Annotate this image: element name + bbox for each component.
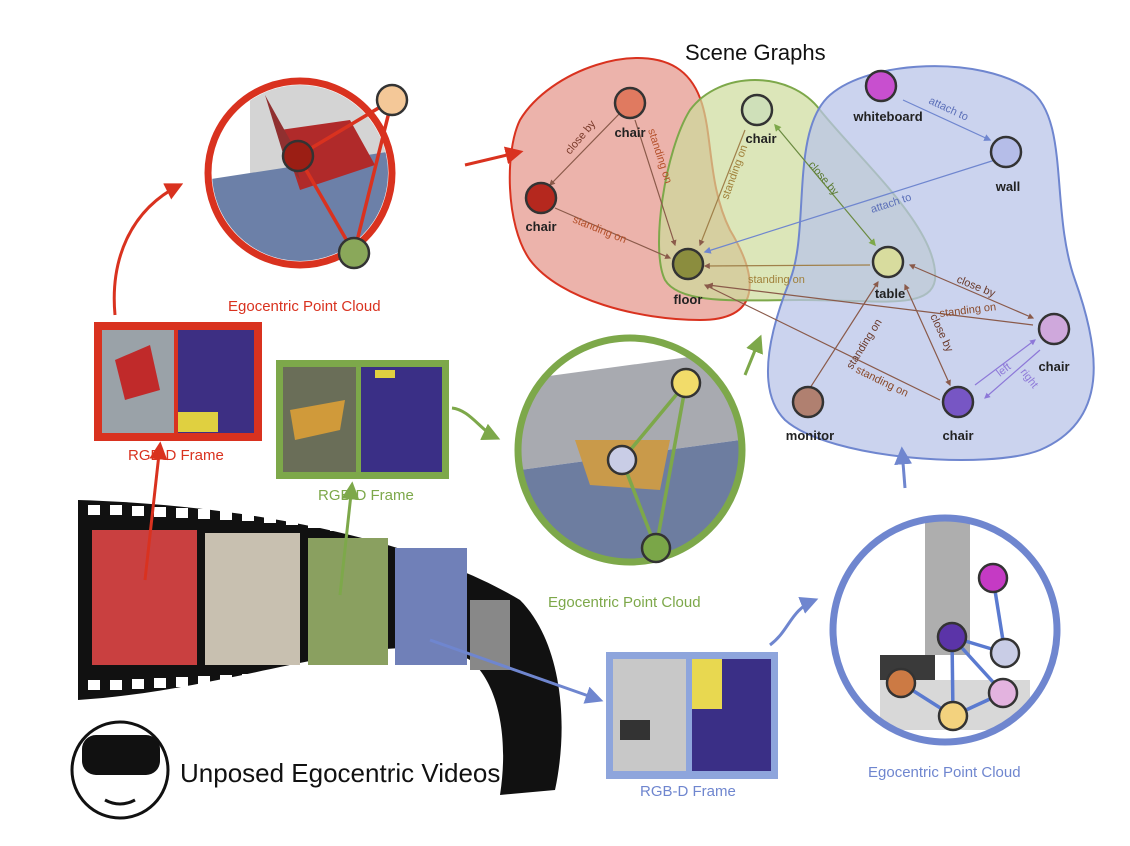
node-chair-blue-right bbox=[1037, 312, 1071, 346]
graph-nodes bbox=[524, 69, 1071, 419]
node-chair-green bbox=[740, 93, 774, 127]
caption-rgbd-green: RGB-D Frame bbox=[318, 487, 414, 504]
graph-edges bbox=[549, 99, 1041, 401]
node-label: chair bbox=[525, 219, 556, 234]
edge-whiteboard-wall bbox=[902, 99, 992, 141]
edge-chair-right-floor bbox=[706, 282, 1034, 326]
blue-point-cloud bbox=[829, 514, 1061, 746]
node-chair-red-top bbox=[613, 86, 647, 120]
vr-headset-icon bbox=[70, 720, 170, 820]
red-point-cloud bbox=[204, 77, 409, 270]
edge-table-chair-bottom bbox=[904, 283, 951, 387]
node-label: floor bbox=[674, 292, 703, 307]
node-labels: chair chair chair floor whiteboard wall … bbox=[525, 109, 1069, 443]
edge-chair-chair-red bbox=[549, 109, 624, 186]
arrow-red-cloud-to-graph bbox=[464, 146, 524, 167]
node-monitor bbox=[791, 385, 825, 419]
arrow-green-frame-to-cloud bbox=[451, 406, 501, 440]
edge-chair-floor-green bbox=[698, 129, 746, 247]
node-label: chair bbox=[942, 428, 973, 443]
rgbd-frame-green bbox=[276, 360, 449, 479]
node-chair-blue-bottom bbox=[941, 385, 975, 419]
figure-title: Scene Graphs bbox=[685, 40, 826, 65]
caption-rgbd-red: RGB-D Frame bbox=[128, 447, 224, 464]
arrow-red-film-to-frame bbox=[143, 441, 168, 581]
arrow-blue-cloud-to-graph bbox=[894, 446, 913, 489]
caption-point-cloud-green: Egocentric Point Cloud bbox=[548, 594, 701, 611]
node-label: chair bbox=[745, 131, 776, 146]
edge-left bbox=[974, 339, 1036, 386]
arrow-blue-frame-to-cloud bbox=[769, 597, 819, 647]
node-floor bbox=[671, 247, 705, 281]
node-label: monitor bbox=[786, 428, 834, 443]
green-point-cloud bbox=[514, 334, 746, 566]
node-label: chair bbox=[1038, 359, 1069, 374]
arrow-green-film-to-frame bbox=[338, 481, 360, 596]
caption-point-cloud-red: Egocentric Point Cloud bbox=[228, 298, 381, 315]
arrow-red-frame-to-cloud bbox=[112, 183, 184, 316]
red-cloud-frame bbox=[204, 77, 396, 269]
edge-table-chair-right bbox=[908, 264, 1035, 319]
node-label: table bbox=[875, 286, 905, 301]
rgbd-frame-red bbox=[94, 322, 262, 441]
node-whiteboard bbox=[864, 69, 898, 103]
node-table bbox=[871, 245, 905, 279]
node-wall bbox=[989, 135, 1023, 169]
arrow-blue-film-to-frame bbox=[429, 638, 604, 704]
caption-point-cloud-blue: Egocentric Point Cloud bbox=[868, 764, 1021, 781]
edge-chair-bottom-floor bbox=[703, 284, 941, 401]
caption-rgbd-blue: RGB-D Frame bbox=[640, 783, 736, 800]
edge-chair-floor-red-1 bbox=[634, 119, 677, 247]
edge-chair-floor-red-2 bbox=[554, 207, 672, 259]
flow-arrows bbox=[112, 146, 913, 704]
edge-monitor-table bbox=[809, 280, 879, 389]
node-label: whiteboard bbox=[852, 109, 922, 124]
edge-chair-table-green bbox=[774, 123, 876, 247]
footer-title: Unposed Egocentric Videos bbox=[180, 758, 501, 788]
edge-label: standing on bbox=[748, 274, 805, 286]
arrow-green-cloud-to-graph bbox=[743, 334, 763, 376]
rgbd-frame-blue bbox=[606, 652, 778, 779]
node-label: wall bbox=[995, 179, 1021, 194]
edge-wall-floor bbox=[703, 159, 996, 254]
edge-table-floor bbox=[703, 262, 871, 269]
node-chair-red-left bbox=[524, 181, 558, 215]
film-strip bbox=[78, 500, 562, 795]
edge-right bbox=[984, 349, 1041, 399]
blue-cloud-frame bbox=[829, 514, 1061, 746]
green-cloud-frame bbox=[514, 334, 746, 566]
node-label: chair bbox=[614, 125, 645, 140]
